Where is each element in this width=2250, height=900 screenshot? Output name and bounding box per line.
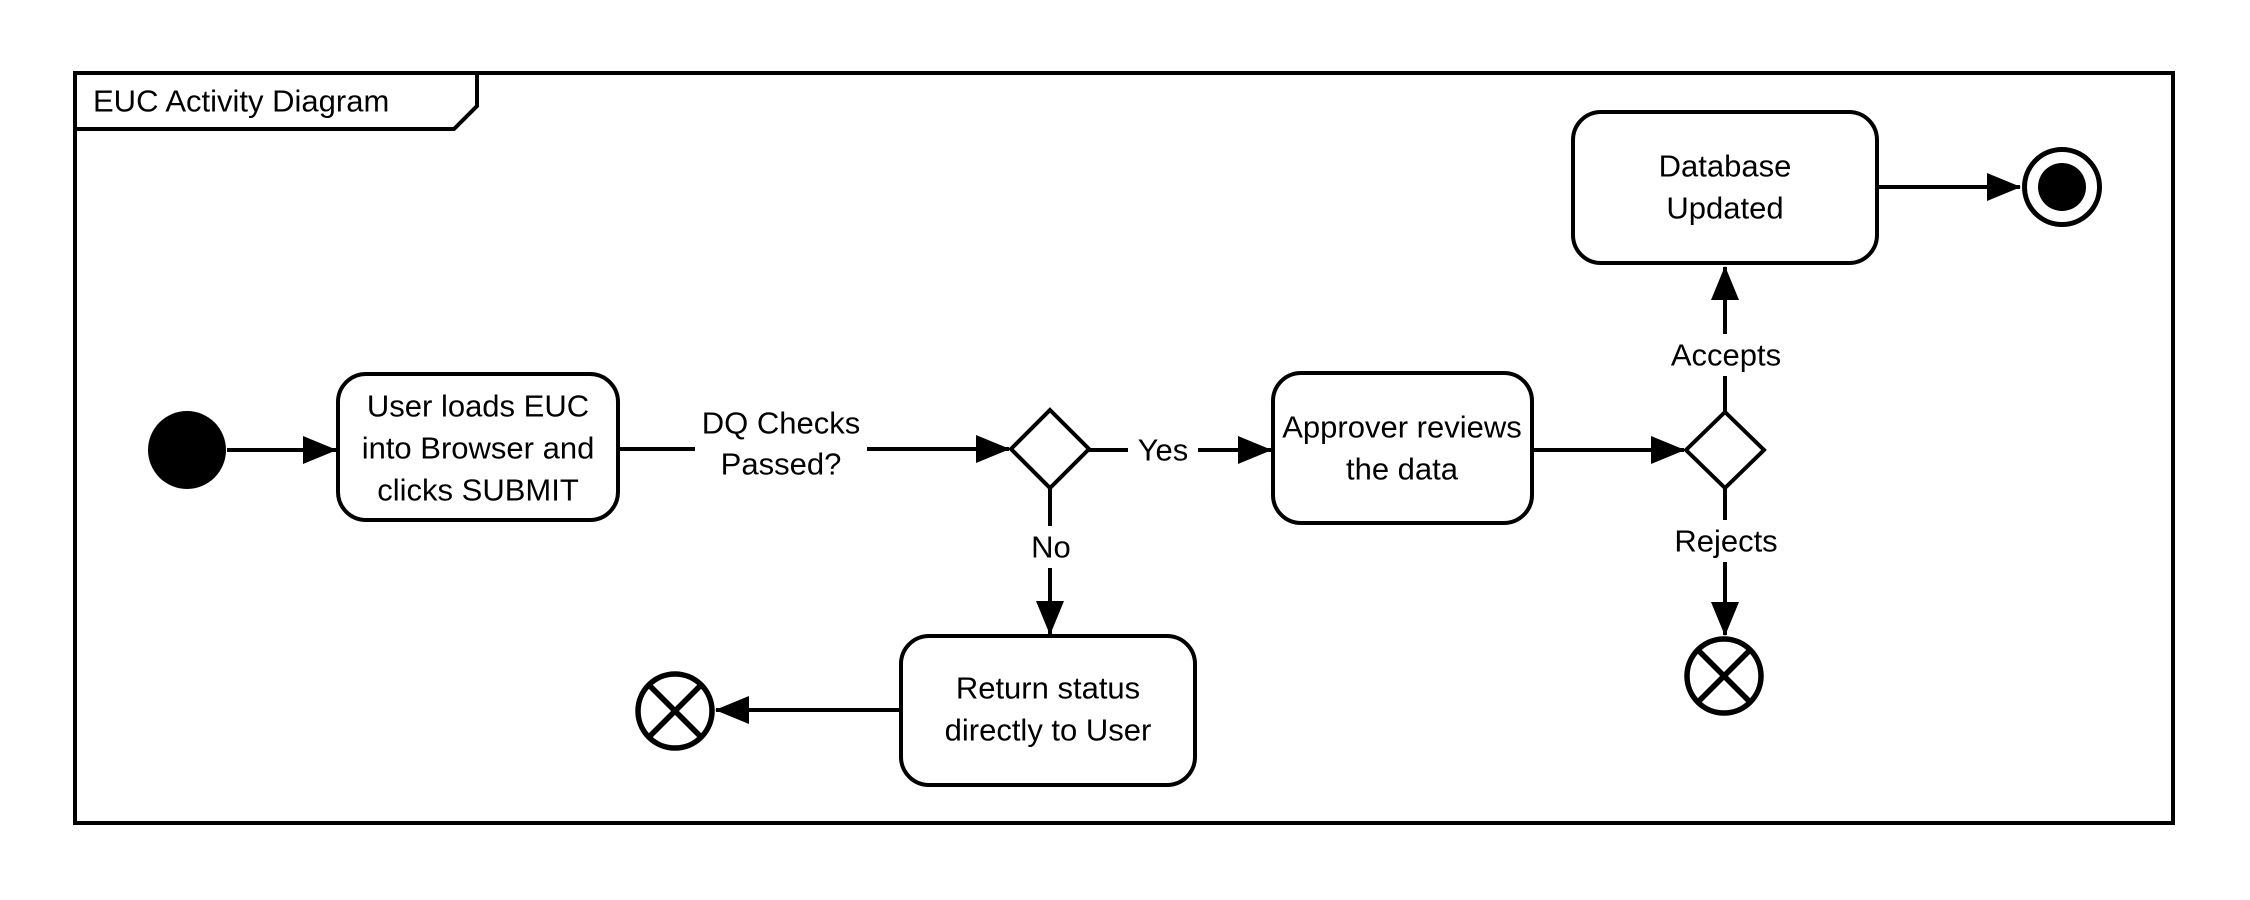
activity-label-line: into Browser and: [362, 431, 595, 466]
flow-final-node-user: [635, 671, 715, 751]
activity-box: [1571, 110, 1879, 265]
activity-return-status: Return status directly to User: [899, 634, 1197, 787]
accepts-label-background: [1658, 334, 1794, 376]
flow-final-circle: [635, 671, 715, 751]
activity-label-line: Approver reviews: [1282, 410, 1521, 445]
activity-final-node: [2022, 147, 2102, 227]
frame-title-tab: [73, 71, 479, 131]
edge-label-accepts: Accepts: [1671, 338, 1781, 373]
activity-user-loads: User loads EUC into Browser and clicks S…: [336, 372, 620, 522]
edge-label-yes: Yes: [1138, 433, 1189, 468]
dq-label-background: [695, 403, 867, 483]
activity-approver-reviews: Approver reviews the data: [1271, 371, 1534, 525]
activity-box: [1271, 371, 1534, 525]
rejects-label-background: [1660, 520, 1792, 562]
activity-database-updated: Database Updated: [1571, 110, 1879, 265]
edge-label-rejects: Rejects: [1674, 524, 1777, 559]
activity-label-line: clicks SUBMIT: [377, 473, 579, 508]
activity-box: [336, 372, 620, 522]
yes-label-background: [1128, 429, 1198, 471]
edge-label-dq-line1: DQ Checks: [702, 406, 860, 441]
decision-approver-outcome: [1683, 409, 1767, 491]
no-label-background: [1024, 526, 1078, 568]
decision-dq-checks: [1008, 407, 1092, 491]
frame-title: EUC Activity Diagram: [93, 84, 389, 119]
activity-box: [899, 634, 1197, 787]
initial-node: [148, 411, 226, 489]
activity-label-line: the data: [1346, 452, 1459, 487]
flow-final-node-reject: [1684, 636, 1764, 716]
activity-label-line: Database: [1659, 149, 1792, 184]
flow-final-x-stroke: [1696, 648, 1752, 704]
activity-label-line: directly to User: [945, 713, 1152, 748]
flow-final-x-stroke: [647, 683, 703, 739]
final-node-inner-dot: [2038, 163, 2086, 211]
activity-label-line: User loads EUC: [367, 389, 589, 424]
edge-label-dq-line2: Passed?: [721, 447, 842, 482]
activity-label-line: Return status: [956, 671, 1140, 706]
flow-final-circle: [1684, 636, 1764, 716]
edge-label-no: No: [1031, 530, 1071, 565]
activity-label-line: Updated: [1666, 191, 1783, 226]
